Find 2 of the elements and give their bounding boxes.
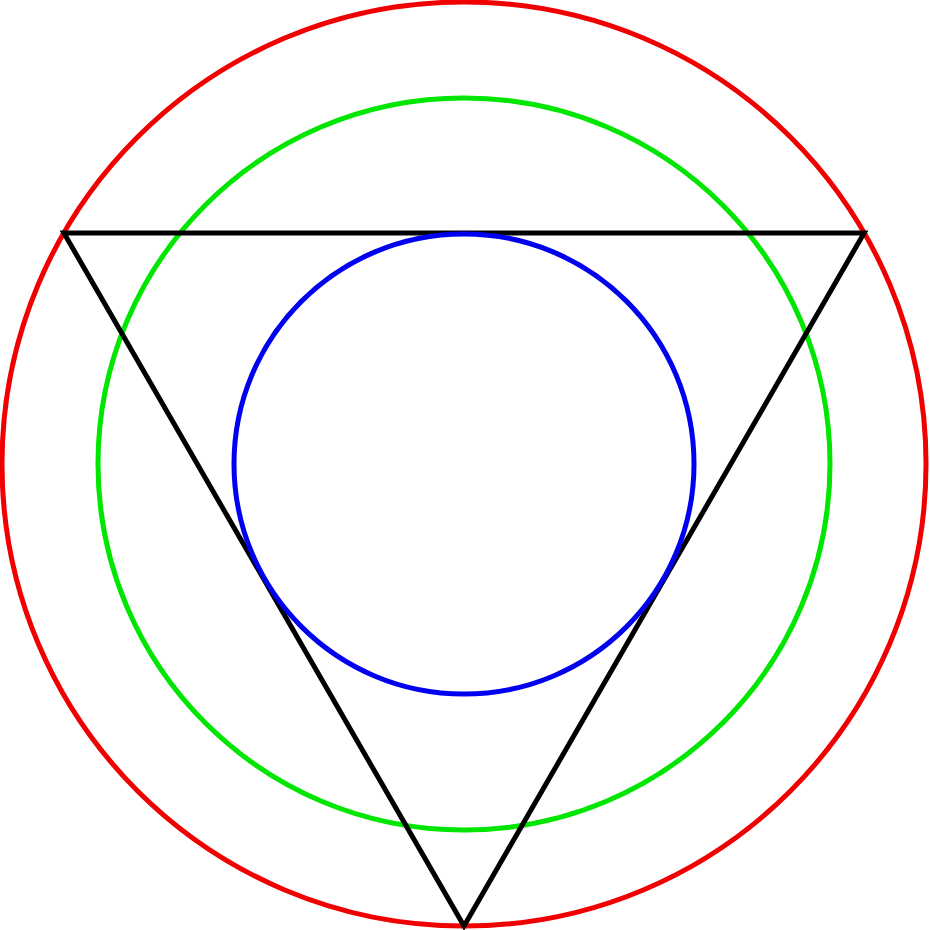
circle [95, 95, 833, 833]
circle [231, 231, 697, 697]
